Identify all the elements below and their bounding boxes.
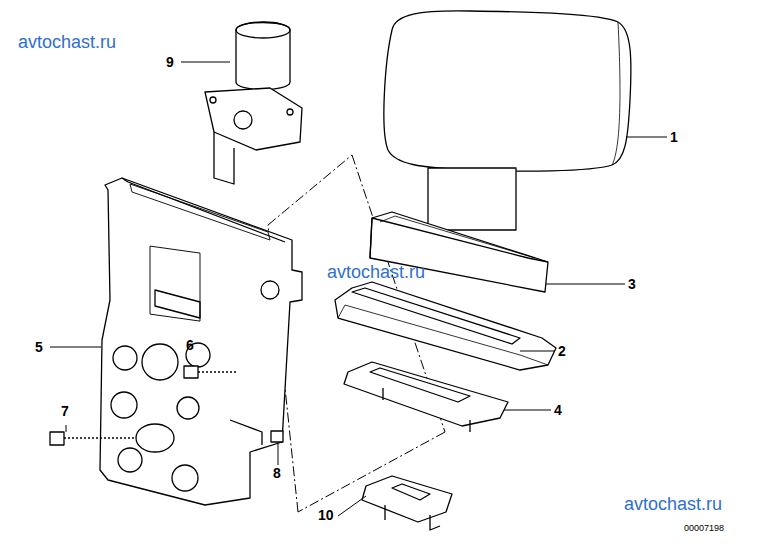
drawing-number: 00007198 bbox=[684, 524, 724, 533]
drive-motor bbox=[205, 22, 302, 184]
watermark: avtochast.ru bbox=[624, 495, 722, 513]
callout-number: 2 bbox=[558, 344, 566, 358]
watermark: avtochast.ru bbox=[327, 263, 425, 281]
callout-number: 10 bbox=[318, 508, 334, 522]
bolt-6 bbox=[184, 366, 236, 378]
headrest bbox=[384, 11, 631, 230]
small-bracket bbox=[362, 476, 452, 530]
callout-number: 8 bbox=[273, 466, 281, 480]
watermark: avtochast.ru bbox=[18, 33, 116, 51]
callout-number: 5 bbox=[35, 340, 43, 354]
clip-nut bbox=[271, 431, 283, 442]
callout-number: 3 bbox=[628, 277, 636, 291]
bolt-7 bbox=[50, 432, 135, 445]
trim-tray bbox=[335, 282, 556, 370]
callout-number: 1 bbox=[670, 130, 678, 144]
callout-number: 6 bbox=[186, 338, 194, 352]
callout-number: 4 bbox=[554, 403, 562, 417]
base-plate bbox=[344, 362, 508, 432]
mounting-plate bbox=[100, 178, 302, 505]
callout-number: 7 bbox=[61, 404, 69, 418]
leader-lines bbox=[50, 62, 667, 516]
callout-number: 9 bbox=[166, 55, 174, 69]
